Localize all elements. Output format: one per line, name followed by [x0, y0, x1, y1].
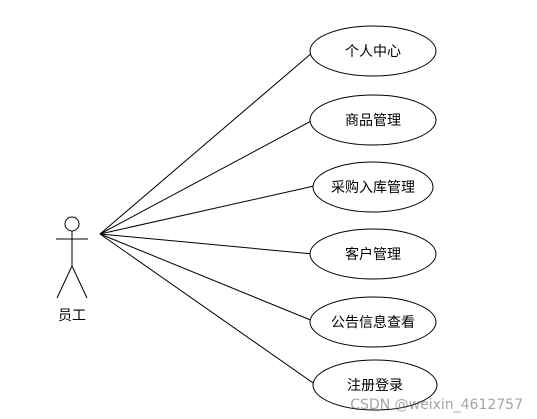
- use-case-ellipse: [309, 296, 437, 348]
- association-line-customer-management: [99, 233, 314, 255]
- use-case-personal-center[interactable]: 个人中心: [309, 25, 437, 77]
- watermark-text: CSDN @weixin_4612757: [350, 397, 523, 413]
- association-line-personal-center: [99, 51, 314, 235]
- use-case-label: 注册登录: [347, 378, 403, 394]
- association-line-register-login: [99, 233, 317, 386]
- use-case-label: 个人中心: [345, 44, 401, 60]
- actor-figure: [56, 216, 88, 299]
- actor-right-leg: [71, 265, 88, 299]
- association-line-announcement-view: [99, 233, 314, 322]
- use-case-ellipse: [312, 161, 434, 213]
- use-case-label: 公告信息查看: [331, 314, 415, 331]
- use-case-ellipse: [309, 25, 437, 77]
- use-case-label: 采购入库管理: [331, 180, 415, 196]
- use-case-customer-management[interactable]: 客户管理: [309, 228, 437, 280]
- use-case-purchase-inbound-management[interactable]: 采购入库管理: [312, 161, 434, 213]
- use-case-announcement-view[interactable]: 公告信息查看: [309, 296, 437, 348]
- use-case-register-login[interactable]: 注册登录: [312, 359, 438, 411]
- use-case-product-management[interactable]: 商品管理: [309, 94, 437, 146]
- use-case-ellipse: [309, 94, 437, 146]
- use-case-label: 客户管理: [345, 246, 401, 263]
- use-case-ellipse: [312, 359, 438, 411]
- use-case-ellipse: [309, 228, 437, 280]
- actor-left-leg: [56, 265, 73, 299]
- use-case-label: 商品管理: [345, 113, 401, 129]
- association-line-purchase-inbound-management: [99, 185, 315, 235]
- actor-head: [64, 216, 80, 232]
- actor-label: 员工: [58, 308, 86, 324]
- association-line-product-management: [99, 119, 314, 235]
